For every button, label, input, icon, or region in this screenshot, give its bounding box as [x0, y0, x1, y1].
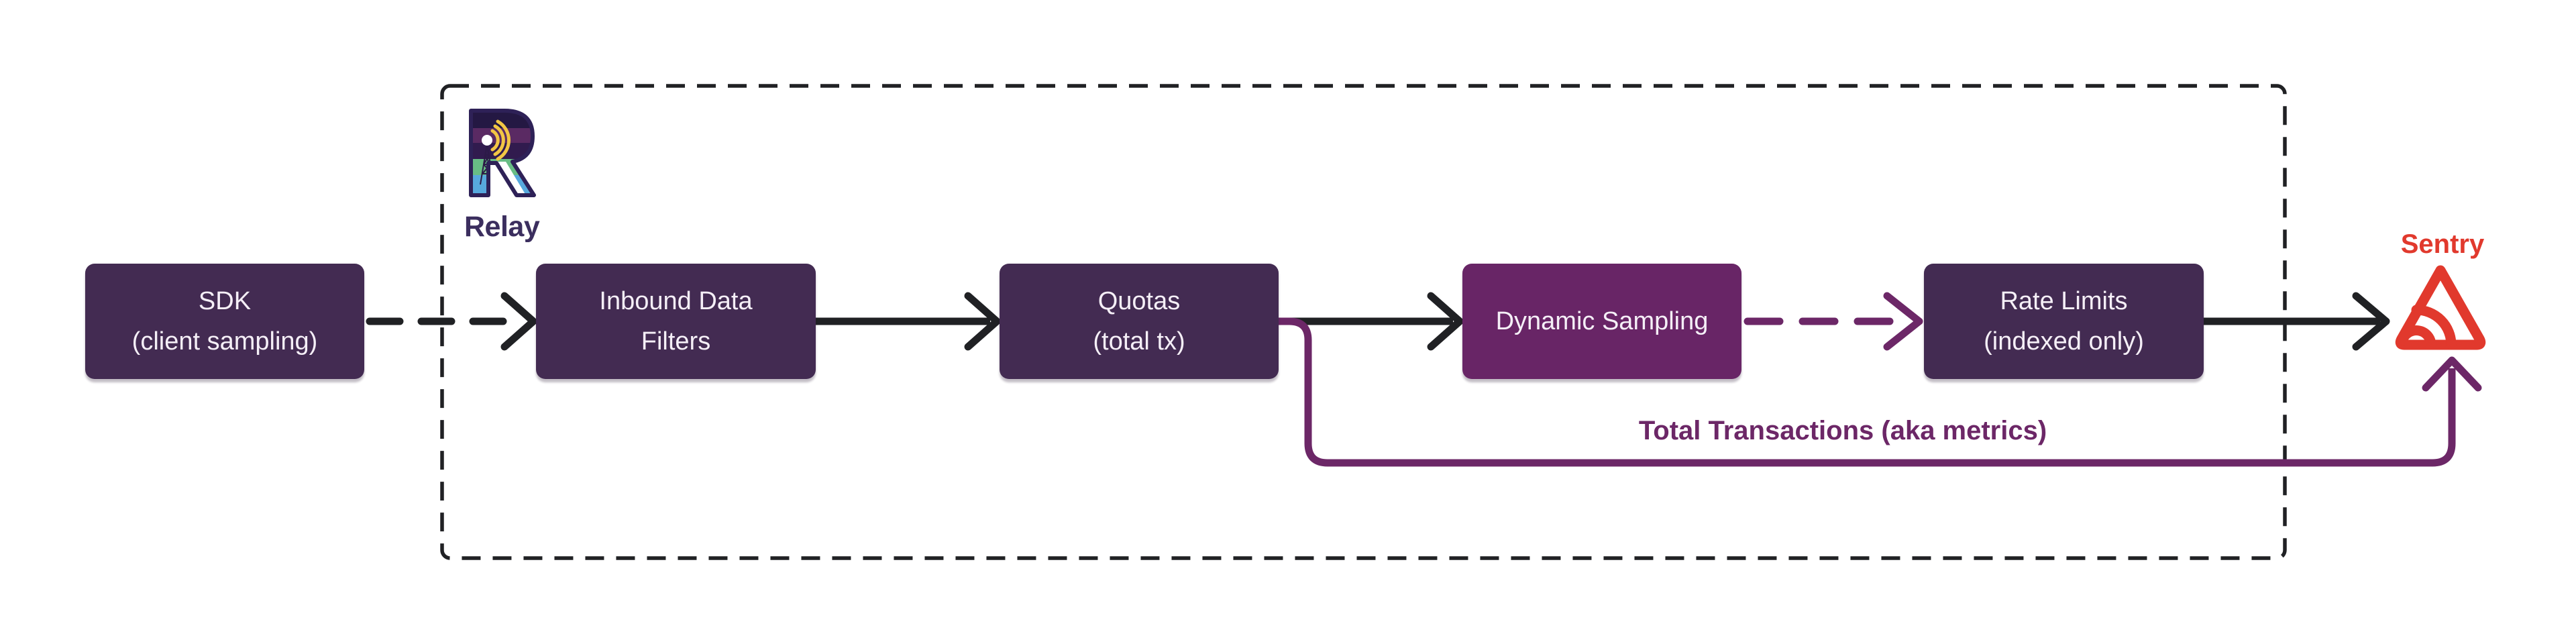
node-label-line1: Inbound Data	[599, 287, 753, 315]
node-label-line2: (indexed only)	[1984, 327, 2144, 356]
edge-quotas-to-dynamic-sampling	[1279, 292, 1464, 351]
edge-inbound-to-quotas	[816, 292, 1001, 351]
node-label-line2: (total tx)	[1093, 327, 1185, 356]
relay-label: Relay	[464, 211, 540, 243]
node-inbound-data-filters: Inbound Data Filters	[536, 264, 816, 379]
node-label-line1: SDK	[198, 287, 252, 315]
edge-quotas-to-sentry-metrics	[1279, 317, 2482, 467]
node-rate-limits: Rate Limits (indexed only)	[1924, 264, 2204, 379]
metrics-path-label: Total Transactions (aka metrics)	[1638, 416, 2047, 445]
node-label-line1: Dynamic Sampling	[1495, 307, 1709, 335]
node-label-line2: (client sampling)	[131, 327, 318, 356]
relay-logo-icon	[466, 106, 538, 200]
relay-container-border	[440, 84, 2287, 560]
node-quotas: Quotas (total tx)	[1000, 264, 1279, 379]
sentry-logo-icon	[2395, 265, 2486, 350]
node-label-line1: Quotas	[1097, 287, 1181, 315]
edge-rate-limits-to-sentry	[2204, 292, 2390, 351]
node-sdk: SDK (client sampling)	[85, 264, 364, 379]
node-label-line2: Filters	[641, 327, 711, 356]
node-label-line1: Rate Limits	[2000, 287, 2128, 315]
node-dynamic-sampling: Dynamic Sampling	[1462, 264, 1741, 379]
sentry-label: Sentry	[2400, 229, 2485, 259]
edge-dynamic-sampling-to-rate-limits	[1743, 292, 1923, 351]
edge-sdk-to-inbound	[366, 292, 537, 351]
